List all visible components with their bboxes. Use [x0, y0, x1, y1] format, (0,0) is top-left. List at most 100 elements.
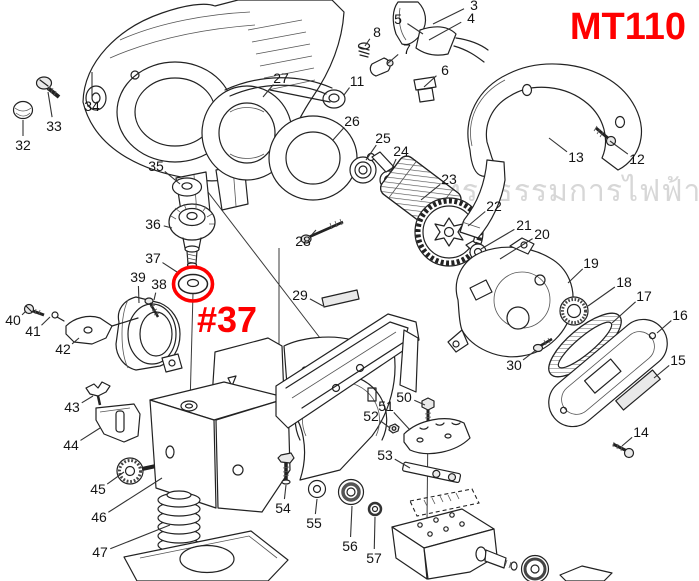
- part-label-25: 25: [365, 130, 391, 161]
- part-label-23: 23: [420, 171, 457, 201]
- bolt-54-drawing: [277, 452, 295, 485]
- svg-text:45: 45: [90, 481, 106, 497]
- svg-text:27: 27: [273, 70, 289, 86]
- part-label-19: 19: [567, 255, 599, 284]
- part-label-32: 32: [15, 120, 31, 153]
- main-housing-46-drawing: [149, 313, 420, 513]
- clamp-knob-45-drawing: [116, 457, 157, 485]
- svg-text:24: 24: [393, 143, 409, 159]
- bolt-30-drawing: [532, 337, 553, 353]
- svg-text:43: 43: [64, 399, 80, 415]
- svg-text:5: 5: [394, 11, 402, 27]
- drum-block-drawing: [391, 508, 518, 580]
- part-label-56: 56: [342, 505, 358, 554]
- part-label-13: 13: [548, 137, 584, 165]
- screw-40-drawing: [23, 303, 45, 317]
- svg-text:51: 51: [378, 398, 394, 414]
- clamp-bar-53-drawing: [402, 461, 462, 484]
- svg-text:53: 53: [377, 447, 393, 463]
- svg-text:35: 35: [148, 158, 164, 174]
- svg-text:33: 33: [46, 118, 62, 134]
- part-label-21: 21: [480, 217, 532, 250]
- annotations-layer: #37 MT110: [171, 6, 686, 340]
- sole-plate-drawing: [123, 530, 289, 581]
- rear-handle-13-drawing: [459, 63, 643, 239]
- highlight-circle: [171, 265, 215, 303]
- washer-37-drawing: [177, 273, 209, 295]
- svg-text:15: 15: [670, 352, 686, 368]
- svg-text:8: 8: [373, 24, 381, 40]
- part-label-34: 34: [84, 72, 100, 114]
- svg-text:23: 23: [441, 171, 457, 187]
- part-label-24: 24: [389, 143, 409, 174]
- blade-dashed-drawing: [409, 488, 480, 517]
- knob-36-drawing: [168, 203, 216, 268]
- gear-cover-19-drawing: [447, 237, 574, 358]
- svg-text:4: 4: [467, 10, 475, 26]
- part-label-55: 55: [306, 498, 322, 531]
- switch-cluster-drawing: [322, 1, 489, 109]
- washer-55-drawing: [307, 479, 327, 499]
- svg-text:19: 19: [583, 255, 599, 271]
- screw-38-drawing: [144, 297, 160, 318]
- svg-text:40: 40: [5, 312, 21, 328]
- bearing-25-drawing: [349, 156, 377, 184]
- svg-text:25: 25: [375, 130, 391, 146]
- part-label-50: 50: [396, 389, 426, 406]
- bearing-56-drawing: [337, 478, 365, 506]
- svg-text:39: 39: [130, 269, 146, 285]
- part-label-4: 4: [428, 10, 475, 41]
- svg-text:22: 22: [486, 198, 502, 214]
- svg-text:30: 30: [506, 357, 522, 373]
- belt-cover-16-drawing: [548, 318, 668, 428]
- part-label-52: 52: [363, 408, 391, 429]
- svg-text:6: 6: [441, 62, 449, 78]
- svg-text:12: 12: [629, 151, 645, 167]
- part-label-27: 27: [262, 70, 289, 98]
- part-label-47: 47: [92, 524, 171, 560]
- part-label-33: 33: [46, 91, 62, 134]
- part-label-26: 26: [332, 113, 360, 141]
- svg-text:42: 42: [55, 341, 71, 357]
- plate-29-drawing: [321, 289, 360, 308]
- svg-text:55: 55: [306, 515, 322, 531]
- part-label-36: 36: [145, 216, 173, 232]
- part-label-45: 45: [90, 471, 125, 497]
- part-label-20: 20: [499, 226, 550, 260]
- svg-text:32: 32: [15, 137, 31, 153]
- belt-17-drawing: [548, 312, 622, 378]
- pulley-drawing: [520, 554, 550, 581]
- part-label-12: 12: [609, 140, 645, 167]
- gear-22-drawing: [414, 197, 485, 267]
- svg-text:57: 57: [366, 550, 382, 566]
- svg-text:18: 18: [616, 274, 632, 290]
- svg-text:38: 38: [151, 276, 167, 292]
- highlight-part-label: #37: [197, 299, 257, 340]
- spring-47-drawing: [157, 490, 201, 553]
- svg-text:14: 14: [633, 424, 649, 440]
- part-label-53: 53: [377, 447, 411, 469]
- part-label-17: 17: [611, 288, 652, 324]
- part-label-3: 3: [432, 0, 478, 25]
- front-grip-39-drawing: [115, 296, 183, 373]
- part-label-29: 29: [292, 287, 324, 307]
- part-label-57: 57: [366, 516, 382, 566]
- svg-text:46: 46: [91, 509, 107, 525]
- long-bolt-28-drawing: [300, 218, 344, 244]
- part-label-35: 35: [148, 158, 181, 185]
- part-label-41: 41: [25, 316, 51, 339]
- part-label-51: 51: [378, 398, 411, 431]
- sleeve-18-drawing: [559, 296, 589, 326]
- svg-text:34: 34: [84, 98, 100, 114]
- svg-text:44: 44: [63, 437, 79, 453]
- bolt-50-drawing: [421, 397, 435, 422]
- part-label-39: 39: [130, 269, 146, 304]
- part-label-16: 16: [656, 307, 688, 334]
- screw-33-drawing: [35, 76, 61, 99]
- svg-text:16: 16: [672, 307, 688, 323]
- svg-text:54: 54: [275, 500, 291, 516]
- pin-41-drawing: [51, 311, 65, 322]
- svg-text:26: 26: [344, 113, 360, 129]
